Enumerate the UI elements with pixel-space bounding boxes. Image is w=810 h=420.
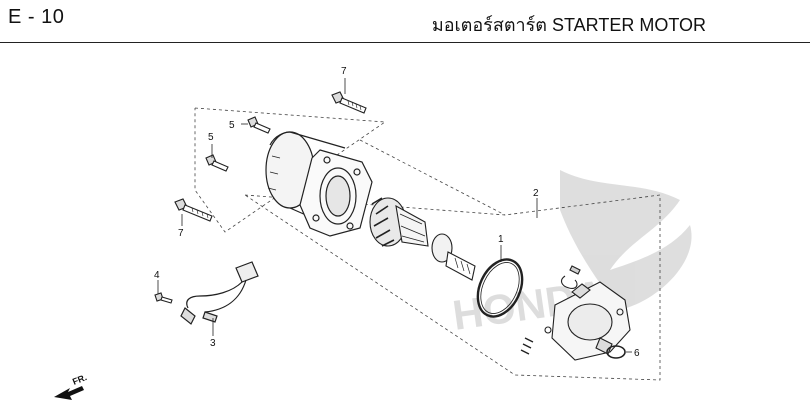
screw-small — [154, 292, 173, 304]
o-ring — [476, 258, 524, 318]
header-rule — [0, 42, 810, 43]
callout-7-top: 7 — [341, 66, 347, 77]
page-code: E - 10 — [8, 6, 65, 28]
callout-3: 3 — [210, 338, 216, 349]
fr-label: FR. — [71, 372, 88, 387]
wire-harness — [180, 261, 259, 325]
motor-case — [265, 131, 373, 237]
end-cover — [520, 265, 631, 361]
small-o-ring — [606, 345, 626, 359]
callout-1: 1 — [498, 234, 504, 245]
armature — [369, 197, 476, 281]
bolt-long — [174, 198, 213, 222]
assembly-outline — [194, 107, 661, 381]
bolt-top — [331, 91, 367, 114]
callout-4: 4 — [154, 270, 160, 281]
page-title: มอเตอร์สตาร์ต STARTER MOTOR — [431, 15, 706, 35]
callout-7-lower: 7 — [178, 228, 184, 239]
motor-case-group-outline — [194, 107, 387, 233]
callout-labels: 7 5 5 7 2 1 4 3 6 — [154, 66, 640, 359]
front-direction-arrow: FR. — [54, 372, 88, 400]
starter-assembly-outline — [244, 194, 661, 381]
bolt-small-b — [205, 154, 229, 172]
callout-5-lower: 5 — [208, 132, 214, 143]
callout-2: 2 — [533, 188, 539, 199]
fr-arrow-icon — [54, 386, 84, 400]
callout-5-upper: 5 — [229, 120, 235, 131]
callout-leaders — [157, 78, 632, 353]
callout-6: 6 — [634, 348, 640, 359]
bolt-small-a — [247, 116, 271, 134]
